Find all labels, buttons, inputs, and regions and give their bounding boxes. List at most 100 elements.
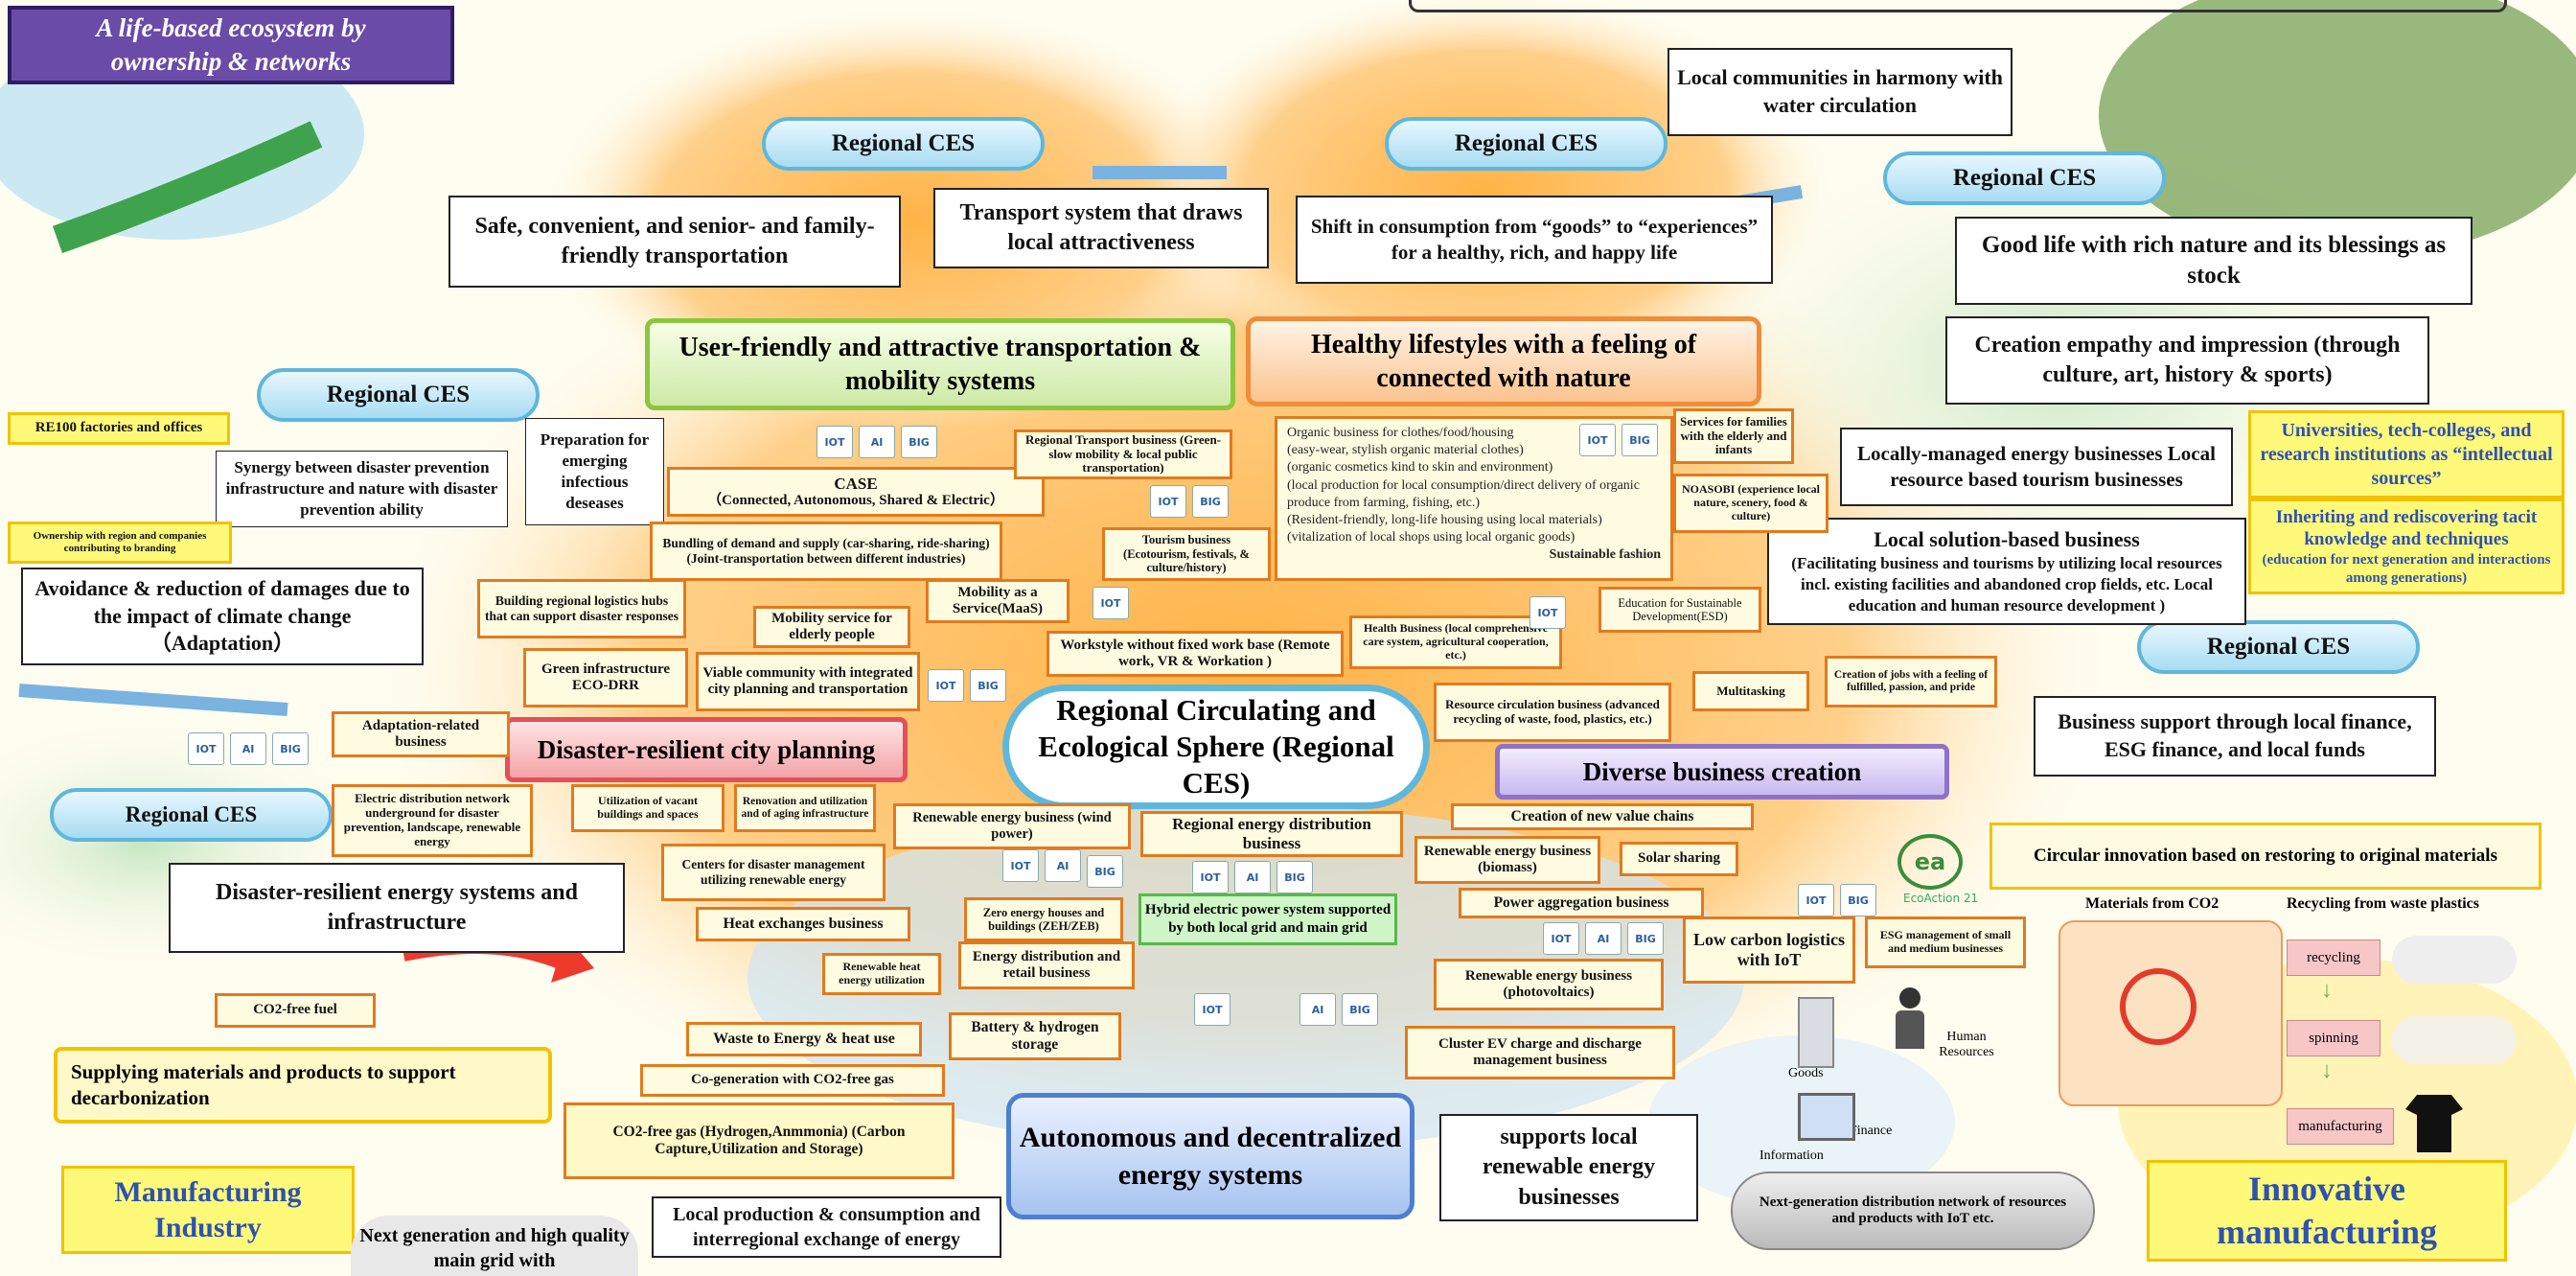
- big-data-icon: BIG: [970, 669, 1006, 702]
- box-jobs: Creation of jobs with a feeling of fulfi…: [1825, 656, 1997, 708]
- iot-icon: IOT: [1002, 849, 1039, 882]
- box-green-infra: Green infrastructure ECO-DRR: [523, 648, 688, 708]
- iot-icon: IOT: [1092, 587, 1129, 619]
- box-re100: RE100 factories and offices: [8, 412, 230, 445]
- box-hybrid: Hybrid electric power system supported b…: [1138, 893, 1397, 945]
- box-regional-energy: Regional energy distribution business: [1140, 811, 1403, 857]
- iot-icon: IOT: [1194, 993, 1230, 1026]
- pillar-business: Diverse business creation: [1495, 744, 1949, 800]
- organic-line-3: (organic cosmetics kind to skin and envi…: [1287, 460, 1553, 476]
- ai-icon: AI: [1585, 922, 1622, 955]
- box-renewable-heat: Renewable heat energy utilization: [822, 953, 941, 995]
- iot-icon: IOT: [1798, 884, 1834, 916]
- big-data-icon: BIG: [1192, 485, 1229, 518]
- callout-supports-local: supports local renewable energy business…: [1439, 1114, 1698, 1221]
- case-title: CASE: [834, 474, 878, 493]
- box-bundling: Bundling of demand and supply (car-shari…: [650, 522, 1002, 581]
- label-recycling-plastics: Recycling from waste plastics: [2287, 895, 2479, 912]
- corner-title: A life-based ecosystem by ownership & ne…: [8, 6, 454, 84]
- arrow-down-icon: ↓: [2321, 978, 2333, 1003]
- box-case: CASE （Connected, Autonomous, Shared & El…: [667, 467, 1045, 517]
- callout-transport-draws: Transport system that draws local attrac…: [933, 188, 1269, 268]
- local-solution-body: (Facilitating business and tourisms by u…: [1791, 554, 2222, 615]
- organic-line-1: Organic business for clothes/food/housin…: [1287, 426, 1514, 440]
- box-electric-underground: Electric distribution network undergroun…: [332, 784, 533, 857]
- callout-business-support: Business support through local finance, …: [2034, 696, 2436, 777]
- callout-good-life: Good life with rich nature and its bless…: [1955, 217, 2472, 305]
- box-universities: Universities, tech-colleges, and researc…: [2248, 410, 2564, 499]
- box-heat-exchange: Heat exchanges business: [696, 907, 910, 941]
- box-regional-transport: Regional Transport business (Green-slow …: [1014, 429, 1232, 479]
- recycle-step-2: spinning: [2287, 1020, 2380, 1056]
- callout-synergy: Synergy between disaster prevention infr…: [216, 451, 508, 527]
- organic-footer: Sustainable fashion: [1549, 547, 1661, 563]
- inheriting-body: (education for next generation and inter…: [2262, 552, 2551, 586]
- ecoaction-label: EcoAction 21: [1903, 892, 1979, 905]
- box-cluster-ev: Cluster EV charge and discharge manageme…: [1405, 1026, 1675, 1079]
- iot-icon: IOT: [188, 732, 224, 765]
- big-data-icon: BIG: [1342, 993, 1378, 1026]
- box-energy-retail: Energy distribution and retail business: [958, 941, 1135, 989]
- big-data-icon: BIG: [1627, 922, 1664, 955]
- organic-line-4: (local production for local consumption/…: [1287, 477, 1640, 510]
- ai-icon: AI: [859, 426, 895, 458]
- callout-local-energy: Locally-managed energy businesses Local …: [1840, 428, 2233, 506]
- computer-icon: [1798, 1093, 1855, 1141]
- big-data-icon: BIG: [272, 732, 309, 765]
- box-power-aggregation: Power aggregation business: [1459, 888, 1704, 918]
- callout-local-production: Local production & consumption and inter…: [652, 1196, 1001, 1258]
- box-waste-energy: Waste to Energy & heat use: [686, 1022, 922, 1056]
- local-solution-title: Local solution-based business: [1874, 526, 2140, 551]
- regional-ces-label-2: Regional CES: [1385, 117, 1668, 171]
- box-cogeneration: Co-generation with CO2-free gas: [640, 1064, 945, 1097]
- box-vacant-buildings: Utilization of vacant buildings and spac…: [571, 784, 724, 832]
- callout-empathy: Creation empathy and impression (through…: [1945, 316, 2429, 405]
- iot-icon: IOT: [1150, 485, 1186, 518]
- box-resource-circ: Resource circulation business (advanced …: [1434, 683, 1671, 742]
- network-caption: Next-generation distribution network of …: [1731, 1172, 2095, 1250]
- ai-icon: AI: [1234, 861, 1271, 893]
- box-logistics-hubs: Building regional logistics hubs that ca…: [477, 579, 686, 638]
- big-data-icon: BIG: [1622, 424, 1658, 456]
- box-inheriting: Inheriting and rediscovering tacit knowl…: [2248, 499, 2564, 594]
- box-battery: Battery & hydrogen storage: [949, 1012, 1121, 1060]
- box-health-business: Health Business (local comprehensive car…: [1349, 615, 1562, 669]
- box-value-chains: Creation of new value chains: [1451, 803, 1754, 830]
- box-adaptation: Adaptation-related business: [332, 711, 510, 757]
- box-multitasking: Multitasking: [1692, 671, 1809, 711]
- box-wind: Renewable energy business (wind power): [893, 803, 1131, 849]
- organic-line-2: (easy-wear, stylish organic material clo…: [1287, 443, 1524, 458]
- pillar-lifestyle: Healthy lifestyles with a feeling of con…: [1246, 316, 1761, 406]
- box-ownership: Ownership with region and companies cont…: [8, 522, 232, 564]
- person-icon: [1894, 987, 1926, 1049]
- box-esg-mgmt: ESG management of small and medium busin…: [1865, 916, 2026, 968]
- box-services-families: Services for families with the elderly a…: [1673, 408, 1794, 464]
- big-data-icon: BIG: [1276, 861, 1313, 893]
- label-materials-co2: Materials from CO2: [2085, 895, 2220, 912]
- recycle-step-1: recycling: [2287, 940, 2380, 976]
- fiber-image: [2392, 1016, 2517, 1064]
- server-icon: [1798, 997, 1834, 1068]
- box-co2-fuel: CO2-free fuel: [215, 993, 376, 1028]
- box-workstyle: Workstyle without fixed work base (Remot…: [1046, 631, 1344, 677]
- box-centers-disaster: Centers for disaster management utilizin…: [661, 844, 886, 901]
- big-data-icon: BIG: [1840, 884, 1876, 916]
- ai-icon: AI: [1300, 993, 1336, 1026]
- box-esd: Education for Sustainable Development(ES…: [1598, 587, 1761, 633]
- next-gen-grid: Next generation and high quality main gr…: [351, 1216, 638, 1276]
- network-finance: Finance: [1850, 1124, 1893, 1138]
- regional-ces-label-3: Regional CES: [1883, 151, 2166, 205]
- big-data-icon: BIG: [901, 426, 937, 458]
- case-body: （Connected, Autonomous, Shared & Electri…: [707, 493, 1004, 509]
- ecoaction-logo: ea: [1898, 834, 1963, 890]
- top-bracket: [1409, 0, 2507, 12]
- box-renovation: Renovation and utilization and of aging …: [734, 784, 876, 832]
- callout-avoidance: Avoidance & reduction of damages due to …: [21, 568, 424, 665]
- box-innovative: Innovative manufacturing: [2147, 1160, 2507, 1262]
- box-biomass: Renewable energy business (biomass): [1414, 836, 1600, 884]
- organic-line-5: (Resident-friendly, long-life housing us…: [1287, 512, 1602, 527]
- callout-safe-transport: Safe, convenient, and senior- and family…: [448, 196, 901, 288]
- iot-icon: IOT: [1192, 861, 1229, 893]
- box-solar-sharing: Solar sharing: [1620, 842, 1738, 876]
- regional-ces-label-5: Regional CES: [2137, 620, 2420, 674]
